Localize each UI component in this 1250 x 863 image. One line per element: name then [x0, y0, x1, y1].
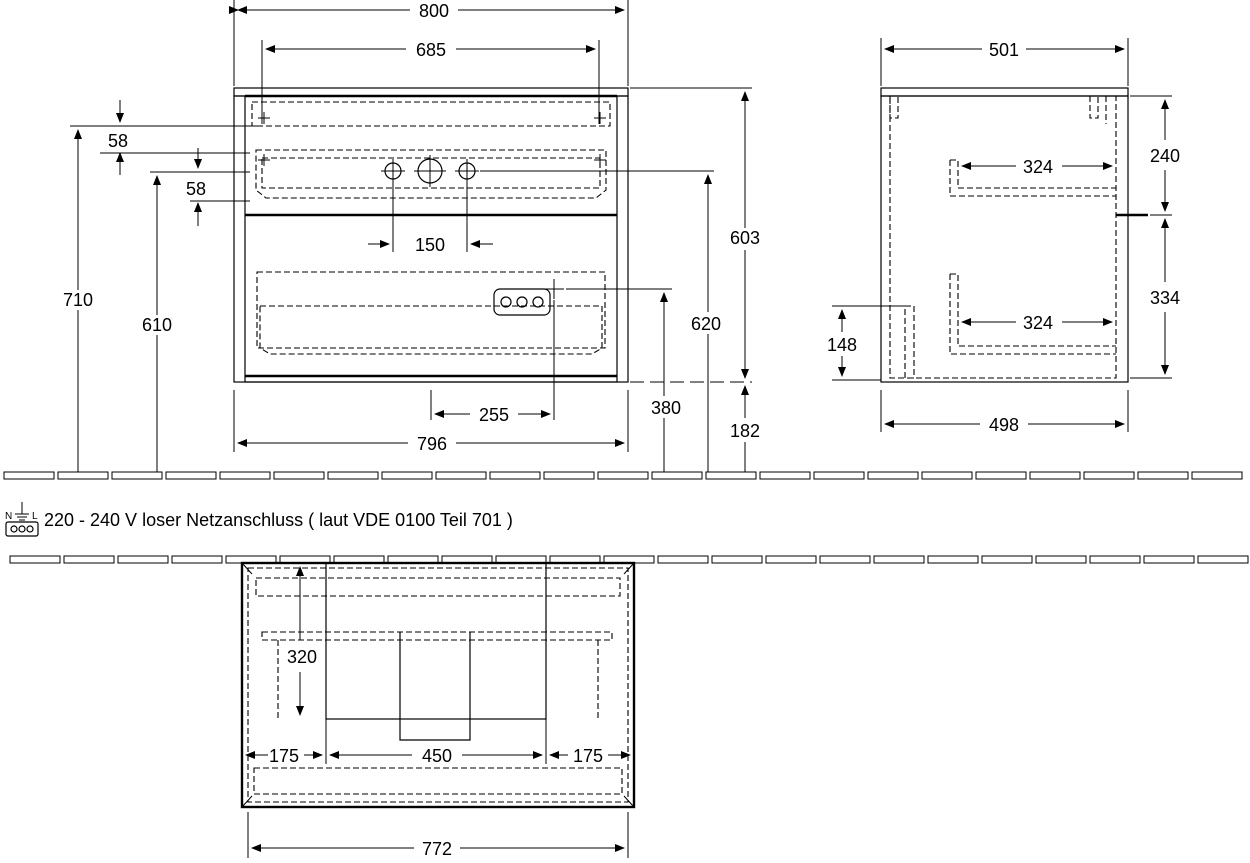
dim-socket-height: 380 [651, 398, 681, 418]
floor-tile [759, 471, 811, 480]
floor-tile [873, 555, 925, 564]
dim-offset-a: 58 [108, 131, 128, 151]
floor-tile [927, 555, 979, 564]
floor-tile [1089, 555, 1141, 564]
floor-tile [657, 555, 709, 564]
floor-tile [981, 555, 1033, 564]
floor-tile [111, 471, 163, 480]
floor-tile [273, 471, 325, 480]
floor-tile [543, 471, 595, 480]
floor-tile [327, 471, 379, 480]
floor-tile [921, 471, 973, 480]
floor-tile [1029, 471, 1081, 480]
front-view: 800 685 58 58 710 610 150 [63, 0, 760, 472]
dim-left-margin: 175 [269, 746, 299, 766]
floor-tile [1191, 471, 1243, 480]
dim-inner-depth-top: 324 [1023, 157, 1053, 177]
side-body-outline [880, 95, 1129, 383]
dim-top-depth: 501 [989, 40, 1019, 60]
dim-height-620: 620 [691, 314, 721, 334]
dim-body-width: 796 [417, 434, 447, 454]
floor-tile [165, 471, 217, 480]
floor-tile [813, 471, 865, 480]
svg-text:N: N [5, 511, 12, 522]
plan-view: 320 175 450 175 772 [240, 561, 636, 859]
dim-height-610: 610 [142, 315, 172, 335]
dim-socket-offset: 255 [479, 405, 509, 425]
floor-tile [3, 471, 55, 480]
floor-tile [63, 555, 115, 564]
dim-tap-spacing: 150 [415, 235, 445, 255]
floor-tile [57, 471, 109, 480]
power-connection-icon: N L [5, 502, 39, 537]
floor-tile [1143, 555, 1195, 564]
floor-tile [9, 555, 61, 564]
floor-tile [867, 471, 919, 480]
floor-tile [381, 471, 433, 480]
dim-overall-width: 800 [419, 1, 449, 21]
floor-tile [597, 471, 649, 480]
floor-tile [1137, 471, 1189, 480]
floor-tile [765, 555, 817, 564]
floor-tile [171, 555, 223, 564]
dim-body-depth: 498 [989, 415, 1019, 435]
electrical-note: 220 - 240 V loser Netzanschluss ( laut V… [44, 510, 513, 530]
floor-tile [219, 471, 271, 480]
dim-siphon-depth: 320 [287, 647, 317, 667]
floor-tile [651, 471, 703, 480]
floor-tile [1197, 555, 1249, 564]
dim-cutout-width: 450 [422, 746, 452, 766]
floor-tile [117, 555, 169, 564]
dim-height-710: 710 [63, 290, 93, 310]
floor-tile [489, 471, 541, 480]
floor-line-lower [9, 555, 1249, 564]
floor-tile [1035, 555, 1087, 564]
dim-upper-drawer: 240 [1150, 146, 1180, 166]
floor-tile [819, 555, 871, 564]
floor-line-upper [3, 471, 1243, 480]
dim-inner-depth-bottom: 324 [1023, 313, 1053, 333]
dim-lower-drawer: 334 [1150, 288, 1180, 308]
floor-tile [1083, 471, 1135, 480]
floor-tile [711, 555, 763, 564]
floor-tile [435, 471, 487, 480]
side-view: 501 240 334 324 324 148 498 [827, 38, 1180, 435]
dim-right-margin: 175 [573, 746, 603, 766]
floor-tile [705, 471, 757, 480]
dim-offset-b: 58 [186, 179, 206, 199]
floor-tile [975, 471, 1027, 480]
dim-cutout-height: 148 [827, 335, 857, 355]
dim-plinth-height: 182 [730, 421, 760, 441]
plan-body-outline [240, 561, 636, 809]
dim-cabinet-height: 603 [730, 228, 760, 248]
svg-text:L: L [32, 511, 38, 522]
dim-inner-width: 772 [422, 839, 452, 859]
dim-basin-width: 685 [416, 40, 446, 60]
